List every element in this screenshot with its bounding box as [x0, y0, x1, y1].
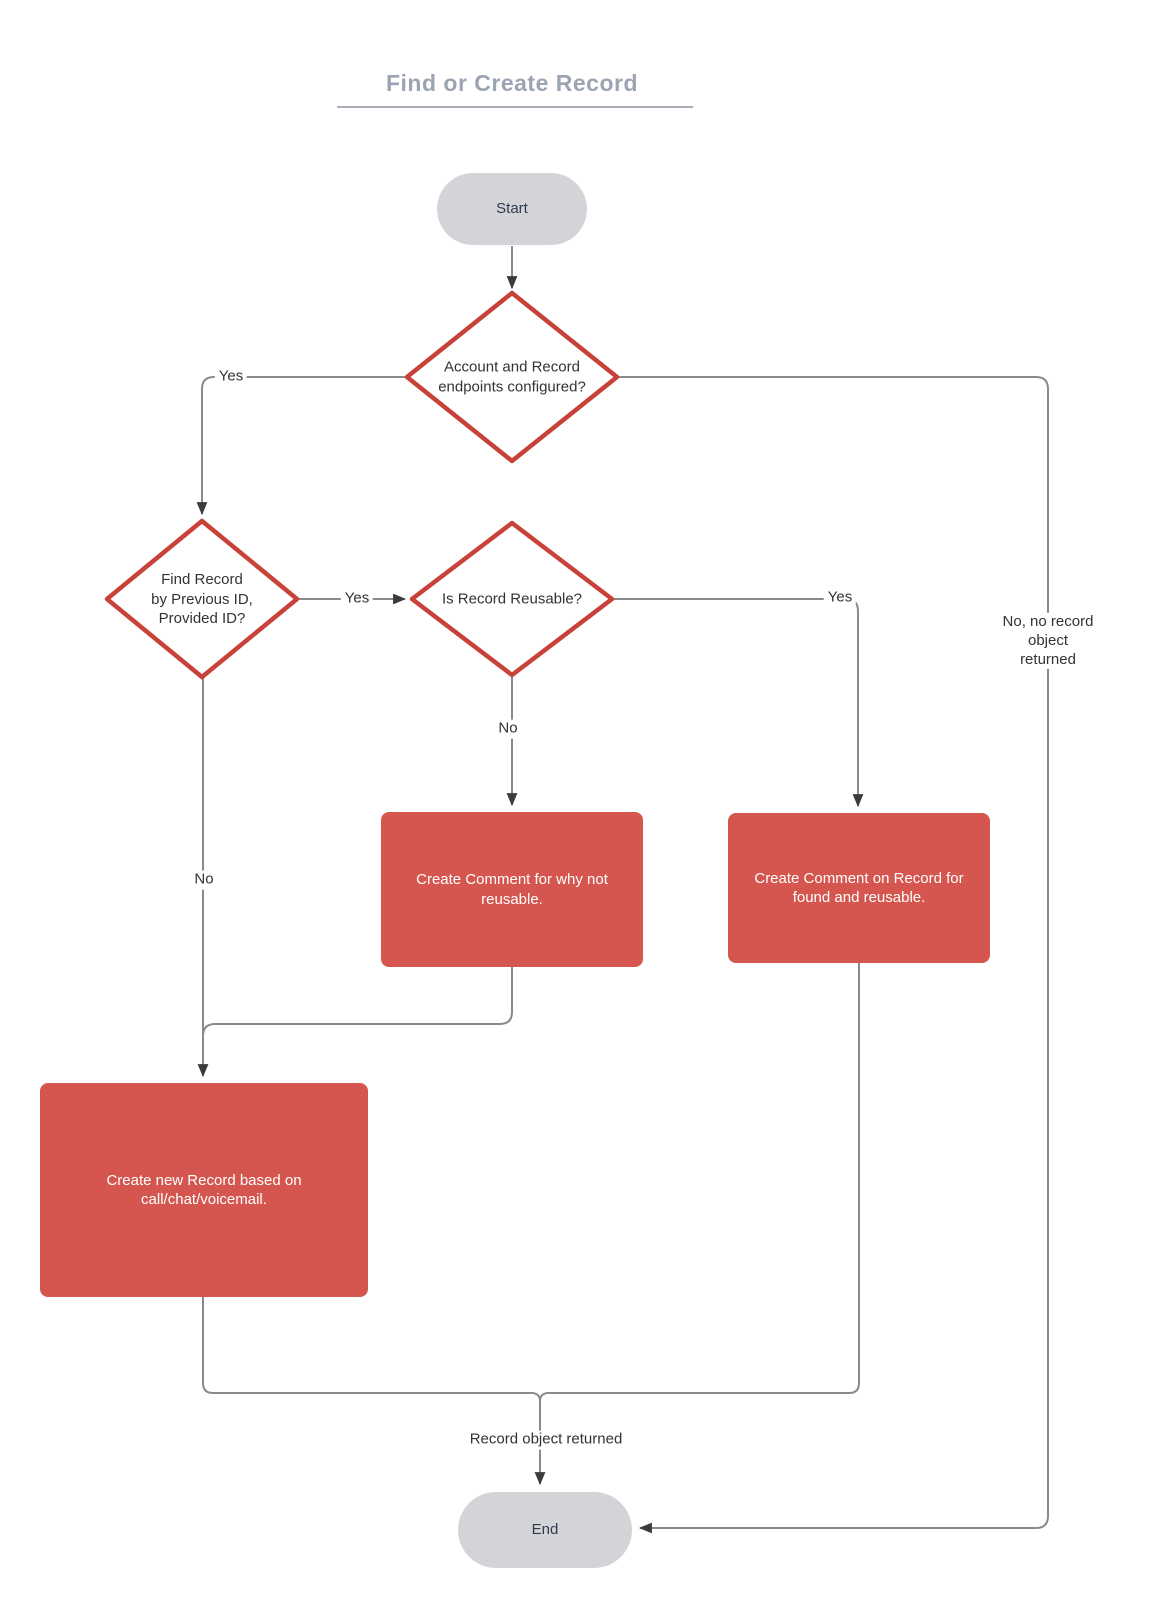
connector-endpoints-yes-to-find-record [196, 376, 407, 516]
end-node: End [458, 1492, 632, 1568]
decision-find-record-label: Find Record by Previous ID, Provided ID? [151, 570, 253, 627]
connector-comment-not-to-create-record [202, 967, 513, 1037]
start-node: Start [437, 173, 587, 245]
edge-label-no-reusable: No [494, 719, 522, 739]
edge-label-yes-find-record: Yes [340, 589, 374, 609]
process-create-comment-not-reusable: Create Comment for why not reusable. [381, 812, 643, 967]
title-underline [337, 106, 693, 108]
decision-endpoints-configured-shape [404, 290, 620, 464]
decision-record-reusable-shape [409, 520, 615, 678]
flowchart-title: Find or Create Record [385, 70, 639, 96]
connector-comment-found-to-merge [539, 963, 860, 1402]
edge-label-yes-endpoints: Yes [214, 367, 248, 387]
edge-label-no-record-object: No, no record object returned [995, 612, 1101, 670]
connector-endpoints-no-to-end [617, 376, 1049, 1534]
edge-label-no-find-record: No [190, 870, 218, 890]
edge-label-yes-reusable: Yes [823, 588, 857, 608]
edge-label-record-object-returned: Record object returned [465, 1430, 627, 1450]
connector-create-record-to-merge [202, 1297, 541, 1402]
decision-find-record-shape [104, 518, 300, 680]
decision-record-reusable-label: Is Record Reusable? [441, 590, 583, 608]
connector-reusable-yes-to-comment-found [612, 598, 864, 808]
process-create-comment-found-reusable: Create Comment on Record for found and r… [728, 813, 990, 963]
process-create-new-record: Create new Record based on call/chat/voi… [40, 1083, 368, 1297]
decision-endpoints-configured-label: Account and Record endpoints configured? [438, 358, 586, 396]
